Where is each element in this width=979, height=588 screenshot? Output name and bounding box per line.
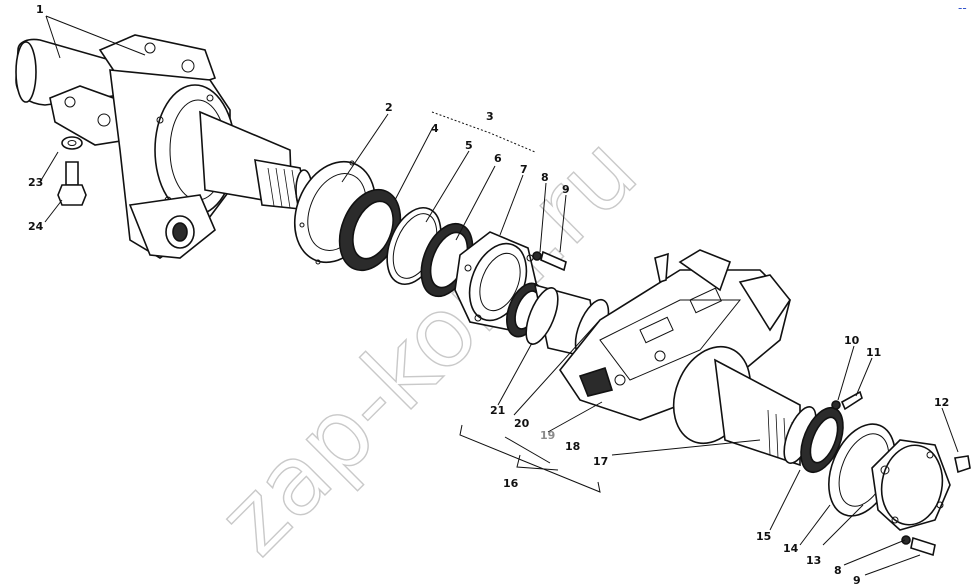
part-24-bolt xyxy=(57,161,87,206)
part-12-plug xyxy=(954,455,971,474)
callout-12: 12 xyxy=(934,396,949,409)
callout-6: 6 xyxy=(494,152,502,165)
callout-4: 4 xyxy=(431,122,439,135)
callout-8a: 8 xyxy=(541,171,549,184)
callout-17: 17 xyxy=(593,455,608,468)
callout-24: 24 xyxy=(28,220,44,233)
callout-14: 14 xyxy=(783,542,799,555)
callout-13: 13 xyxy=(806,554,821,567)
callout-3: 3 xyxy=(486,110,494,123)
callout-23: 23 xyxy=(28,176,43,189)
part-1-axle-housing xyxy=(15,34,313,259)
callout-9b: 9 xyxy=(853,574,861,587)
leader-lines xyxy=(39,15,959,576)
callout-labels: 1 2 3 4 5 6 7 8 9 10 11 12 13 14 15 16 1… xyxy=(28,3,949,587)
callout-7: 7 xyxy=(520,163,528,176)
callout-15: 15 xyxy=(756,530,771,543)
part-8-9-bolt-lower xyxy=(901,535,936,557)
callout-8b: 8 xyxy=(834,564,842,577)
part-17-output-tube xyxy=(672,345,817,467)
callout-19: 19 xyxy=(540,429,555,442)
corner-mark: -- xyxy=(958,1,967,15)
callout-20: 20 xyxy=(514,417,530,430)
callout-10: 10 xyxy=(844,334,860,347)
callout-18: 18 xyxy=(565,440,580,453)
callout-9a: 9 xyxy=(562,183,570,196)
part-4-seal xyxy=(338,188,402,272)
part-8-9-bolt-upper xyxy=(532,250,567,272)
part-13-end-cover xyxy=(871,439,951,531)
part-10-11-bolt xyxy=(831,390,863,411)
part-23-washer xyxy=(61,136,83,150)
callout-5: 5 xyxy=(465,139,473,152)
callout-2: 2 xyxy=(385,101,393,114)
part-16-gear-housing xyxy=(559,249,791,421)
part-15-ring-nut xyxy=(800,406,844,474)
callout-1: 1 xyxy=(36,3,44,16)
callout-11: 11 xyxy=(866,346,881,359)
callout-21: 21 xyxy=(490,404,505,417)
callout-16: 16 xyxy=(503,477,519,490)
